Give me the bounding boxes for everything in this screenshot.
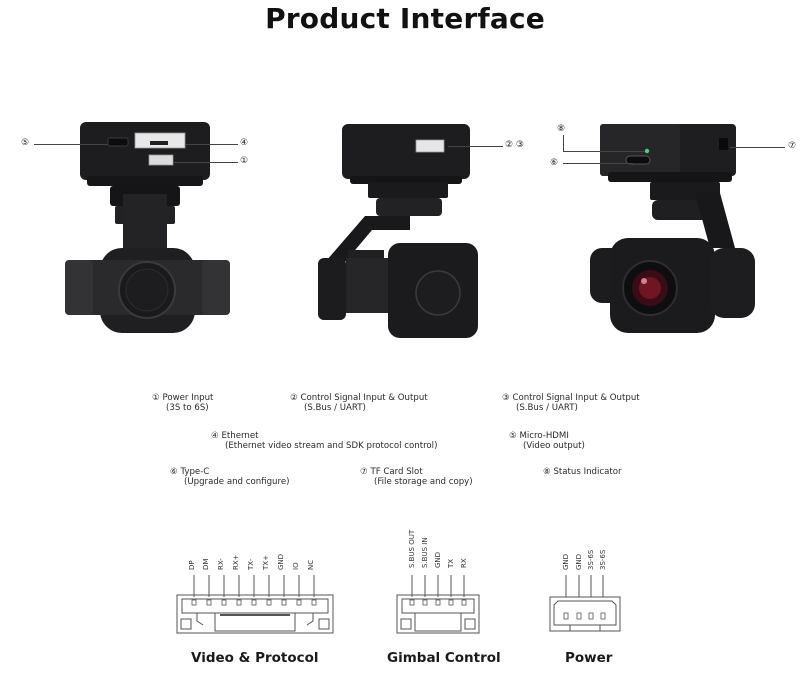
legend-number: ②: [290, 393, 298, 403]
legend-detail: (S.Bus / UART): [304, 403, 366, 413]
callout-6-marker: ⑥: [550, 158, 559, 168]
legend-detail: (3S to 6S): [166, 403, 209, 413]
callout-2-3-marker: ② ③: [505, 140, 524, 150]
legend-item-tf-card-slot: ⑦ TF Card Slot (File storage and copy): [360, 467, 473, 487]
pin-label: GND: [434, 551, 442, 568]
connector-title: Power: [565, 650, 613, 666]
legend-number: ①: [152, 393, 160, 403]
legend-number: ④: [211, 431, 219, 441]
legend-label: Control Signal Input & Output: [300, 393, 428, 403]
connector-title: Gimbal Control: [387, 650, 501, 666]
pin-label: GND: [562, 553, 570, 570]
legend-item-ethernet: ④ Ethernet (Ethernet video stream and SD…: [211, 431, 437, 451]
pin-label: 3S-6S: [587, 549, 595, 570]
pin-label: TX+: [262, 555, 270, 570]
callout-1-marker: ①: [240, 156, 249, 166]
legend-number: ⑥: [170, 467, 178, 477]
page-title: Product Interface: [265, 2, 545, 35]
legend-number: ③: [502, 393, 510, 403]
pin-label: 3S-6S: [599, 549, 607, 570]
legend-item-status-indicator: ⑧ Status Indicator: [543, 467, 622, 477]
callout-1-line: [174, 162, 238, 163]
legend-detail: (Upgrade and configure): [184, 477, 290, 487]
legend-label: Status Indicator: [553, 467, 622, 477]
connector-power-diagram: [549, 575, 621, 632]
legend-number: ⑦: [360, 467, 368, 477]
legend-item-power-input: ① Power Input (3S to 6S): [152, 393, 213, 413]
legend-label: Type-C: [180, 467, 210, 477]
legend-item-control-signal-2: ② Control Signal Input & Output (S.Bus /…: [290, 393, 428, 413]
pin-label: DM: [202, 558, 210, 570]
callout-2-3-line: [448, 146, 503, 147]
gimbal-rear-illustration: [65, 122, 230, 333]
gimbal-side-illustration: [318, 124, 478, 338]
callout-8-line-h: [563, 151, 645, 152]
pin-label: DP: [188, 560, 196, 570]
connector-title: Video & Protocol: [191, 650, 319, 666]
pin-label: TX: [447, 558, 455, 568]
legend-detail: (Ethernet video stream and SDK protocol …: [225, 441, 438, 451]
legend-label: Micro-HDMI: [519, 431, 569, 441]
legend-item-control-signal-3: ③ Control Signal Input & Output (S.Bus /…: [502, 393, 640, 413]
legend-label: Power Input: [162, 393, 214, 403]
legend-detail: (File storage and copy): [374, 477, 473, 487]
legend-item-micro-hdmi: ⑤ Micro-HDMI (Video output): [509, 431, 585, 451]
connector-gimbal-control-diagram: [396, 575, 480, 634]
connector-video-protocol-diagram: [176, 575, 334, 634]
pin-label: TX-: [247, 558, 255, 570]
callout-8-marker: ⑧: [557, 124, 566, 134]
pin-label: GND: [575, 553, 583, 570]
callout-6-line: [563, 163, 633, 164]
callout-5-marker: ⑤: [21, 138, 30, 148]
callout-7-line: [730, 147, 785, 148]
pin-label: IO: [292, 562, 300, 570]
gimbal-front-illustration: [590, 124, 755, 333]
legend-label: Ethernet: [221, 431, 259, 441]
pin-label: S.BUS OUT: [408, 529, 416, 568]
pin-label: S.BUS IN: [421, 537, 429, 568]
legend-label: Control Signal Input & Output: [512, 393, 640, 403]
pin-label: NC: [307, 559, 315, 570]
legend-item-type-c: ⑥ Type-C (Upgrade and configure): [170, 467, 289, 487]
pin-label: RX+: [232, 554, 240, 570]
callout-5-line: [34, 144, 108, 145]
legend-number: ⑧: [543, 467, 551, 477]
pin-label: RX-: [217, 558, 225, 570]
callout-8-line-v: [563, 135, 564, 151]
pin-label: RX: [460, 558, 468, 568]
callout-4-line: [186, 144, 238, 145]
callout-7-marker: ⑦: [788, 141, 797, 151]
callout-4-marker: ④: [240, 138, 249, 148]
legend-detail: (S.Bus / UART): [516, 403, 578, 413]
pin-label: GND: [277, 553, 285, 570]
legend-label: TF Card Slot: [370, 467, 423, 477]
legend-detail: (Video output): [523, 441, 585, 451]
legend-number: ⑤: [509, 431, 517, 441]
